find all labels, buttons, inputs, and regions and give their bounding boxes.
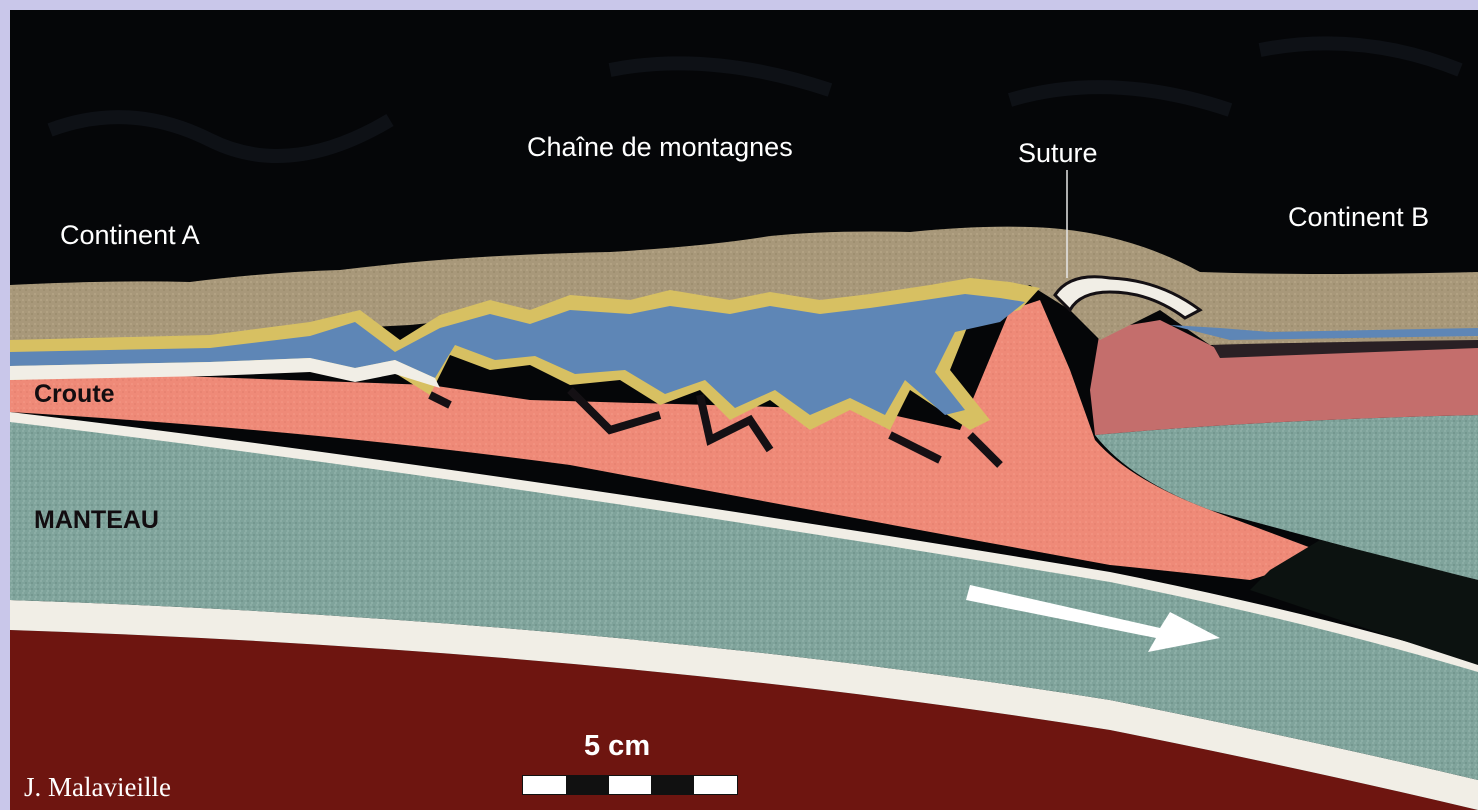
credit-label: J. Malavieille <box>24 772 171 803</box>
scale-bar-segment <box>694 776 737 794</box>
continent-a-label: Continent A <box>60 220 200 251</box>
mountain-chain-label: Chaîne de montagnes <box>527 132 793 163</box>
crust-label: Croute <box>34 380 115 409</box>
scale-bar <box>522 775 738 795</box>
scale-bar-segment <box>523 776 566 794</box>
collision-model-figure: Continent A Chaîne de montagnes Suture C… <box>10 10 1478 810</box>
scale-bar-segment <box>566 776 609 794</box>
scale-label: 5 cm <box>584 730 650 763</box>
scale-bar-segment <box>609 776 652 794</box>
continent-b-label: Continent B <box>1288 202 1429 233</box>
scale-bar-segment <box>651 776 694 794</box>
mantle-label: MANTEAU <box>34 506 159 535</box>
cross-section-drawing <box>10 10 1478 810</box>
suture-label: Suture <box>1018 138 1098 169</box>
